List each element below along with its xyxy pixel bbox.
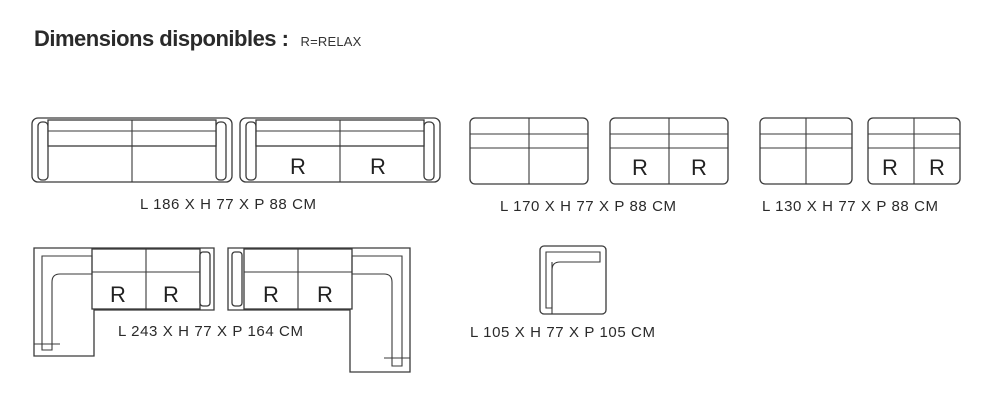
relax-mark: R (317, 282, 333, 307)
corner-sofa-left: R R (33, 247, 215, 357)
header: Dimensions disponibles : R=RELAX (34, 26, 362, 52)
sofa-170-standard (469, 117, 589, 185)
sofa-130-standard (759, 117, 853, 185)
relax-legend: R=RELAX (300, 34, 362, 49)
dimension-label-243: L 243 X H 77 X P 164 CM (118, 323, 304, 340)
relax-mark: R (882, 155, 898, 180)
dimension-label-170: L 170 X H 77 X P 88 CM (500, 198, 677, 215)
armchair-105 (539, 245, 607, 315)
corner-sofa-right: R R (227, 247, 411, 373)
dimension-label-186: L 186 X H 77 X P 88 CM (140, 196, 317, 213)
sofa-130-relax: R R (867, 117, 961, 185)
relax-mark: R (290, 154, 306, 179)
page-title: Dimensions disponibles : (34, 26, 289, 51)
dimension-label-130: L 130 X H 77 X P 88 CM (762, 198, 939, 215)
dimension-label-105: L 105 X H 77 X P 105 CM (470, 324, 656, 341)
relax-mark: R (263, 282, 279, 307)
sofa-186-relax: R R (239, 117, 441, 183)
relax-mark: R (370, 154, 386, 179)
relax-mark: R (632, 155, 648, 180)
sofa-186-standard (31, 117, 233, 183)
sofa-170-relax: R R (609, 117, 729, 185)
relax-mark: R (110, 282, 126, 307)
relax-mark: R (163, 282, 179, 307)
relax-mark: R (929, 155, 945, 180)
relax-mark: R (691, 155, 707, 180)
